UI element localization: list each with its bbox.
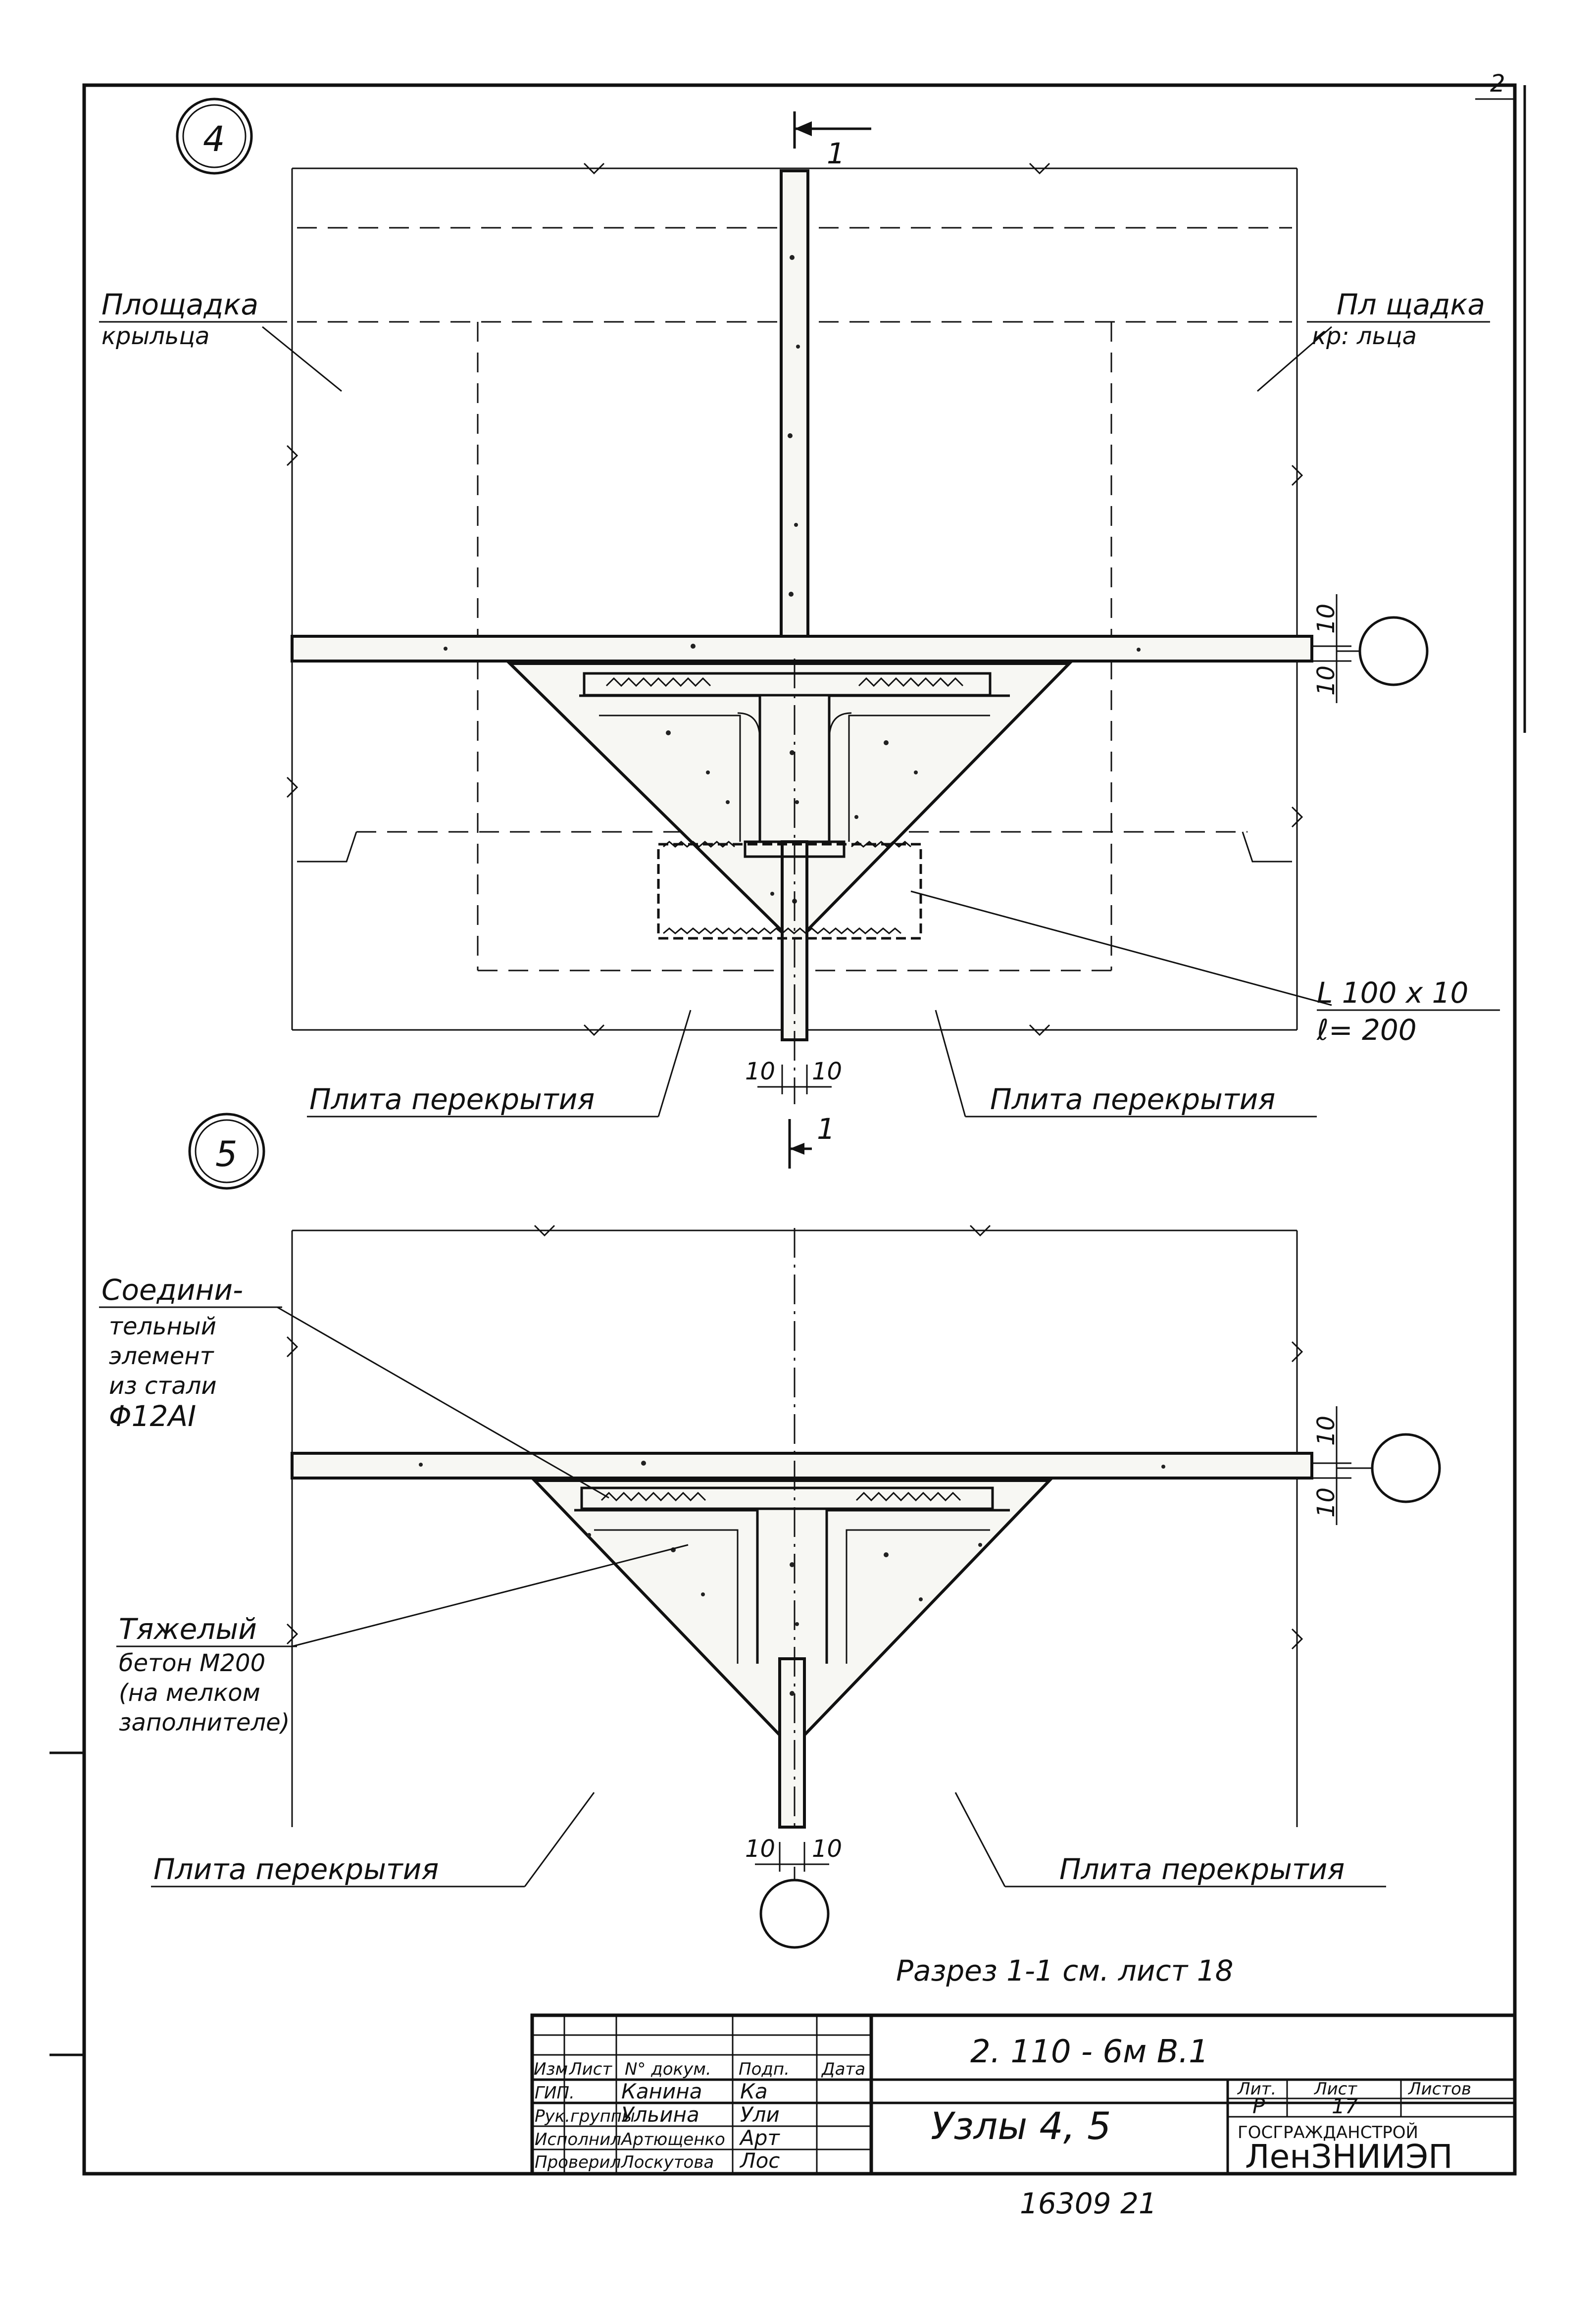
node-5-connector-4: из стали <box>109 1372 217 1400</box>
node-4-dim-gap-right: 10 <box>812 1058 842 1085</box>
row-name: Ульина <box>621 2102 699 2127</box>
title-hdr-sheets: Листов <box>1407 2079 1471 2099</box>
node-5-axis-circle <box>1371 1433 1441 1503</box>
title-block: Изм Лист N° докум. Подп. Дата ГИП. Канин… <box>530 2013 1517 2176</box>
node-4-label-left-2: крыльца <box>101 322 209 350</box>
node-5-concrete-4: заполнителе) <box>119 1709 290 1736</box>
node-4-label-left-1: Площадка <box>101 288 258 321</box>
row-sign: Ули <box>740 2102 780 2127</box>
title-col-izm: Изм <box>534 2059 568 2079</box>
node-5-dim-gap-right: 10 <box>812 1835 842 1863</box>
row-name: Канина <box>621 2079 702 2103</box>
title-org-2: ЛенЗНИИЭП <box>1245 2138 1453 2176</box>
title-val-lit: Р <box>1252 2094 1265 2118</box>
node-5-dim-bottom: 10 <box>1312 1487 1340 1518</box>
node-5-connector-2: тельный <box>109 1313 216 1340</box>
node-4-dim-bottom: 10 <box>1312 665 1340 696</box>
node-4-angle-2: ℓ= 200 <box>1316 1013 1417 1047</box>
section-mark-top: 1 <box>827 137 845 170</box>
row-name: Артющенко <box>620 2130 725 2149</box>
node-4-number: 4 <box>203 119 225 159</box>
node-5-bottom-axis-circle <box>759 1879 830 1949</box>
node-5-connector-1: Соедини- <box>101 1273 243 1307</box>
title-col-date: Дата <box>821 2059 865 2079</box>
row-sign: Лос <box>739 2148 780 2173</box>
row-role: Исполнил <box>535 2130 621 2149</box>
node-4-angle-1: L 100 x 10 <box>1317 976 1468 1010</box>
node-5-dim-gap-left: 10 <box>745 1835 775 1863</box>
title-hdr-lit: Лит. <box>1237 2079 1276 2099</box>
node-5-concrete-3: (на мелком <box>119 1679 260 1707</box>
title-org-1: ГОСГРАЖДАНСТРОЙ <box>1238 2122 1418 2143</box>
node-5: 5 10 10 <box>99 1113 1441 1988</box>
row-sign: Арт <box>739 2126 780 2150</box>
title-col-sign: Подп. <box>739 2059 790 2079</box>
row-name: Лоскутова <box>620 2152 714 2172</box>
title-doc-code: 2. 110 - 6м В.1 <box>970 2034 1209 2070</box>
node-4-slab-right: Плита перекрытия <box>990 1082 1275 1116</box>
title-sheet-title: Узлы 4, 5 <box>931 2104 1111 2148</box>
row-role: Проверил <box>535 2152 621 2172</box>
row-sign: Ка <box>740 2079 768 2103</box>
node-5-dim-top: 10 <box>1312 1416 1340 1446</box>
node-4-dim-top: 10 <box>1312 604 1340 634</box>
title-row: Рук.группы Ульина Ули <box>535 2102 780 2127</box>
section-mark-bottom: 1 <box>817 1112 835 1146</box>
node-4-slab-left: Плита перекрытия <box>309 1082 595 1116</box>
title-row: Проверил Лоскутова Лос <box>535 2148 780 2173</box>
title-row: ГИП. Канина Ка <box>535 2079 768 2103</box>
title-row: Исполнил Артющенко Арт <box>535 2126 780 2150</box>
node-4-circle <box>176 98 253 175</box>
title-hdr-sheet: Лист <box>1313 2079 1357 2099</box>
node-5-number: 5 <box>215 1134 238 1175</box>
node-4-label-right-1: Пл щадка <box>1337 288 1485 321</box>
row-role: ГИП. <box>535 2083 575 2103</box>
node-5-slab-left: Плита перекрытия <box>153 1852 439 1886</box>
node-5-concrete-1: Тяжелый <box>119 1612 257 1646</box>
node-4-axis-circle <box>1358 616 1429 686</box>
title-val-sheet: 17 <box>1332 2094 1358 2118</box>
node-5-section-note: Разрез 1-1 см. лист 18 <box>896 1954 1234 1988</box>
corner-mark: 2 <box>1490 70 1505 98</box>
node-4-label-right-2: кр: льца <box>1312 322 1417 350</box>
title-col-doc: N° докум. <box>625 2059 711 2079</box>
stamp-number: 16309 21 <box>1020 2187 1157 2220</box>
row-role: Рук.группы <box>535 2106 635 2126</box>
node-5-concrete-2: бетон М200 <box>119 1649 265 1677</box>
node-5-circle <box>188 1113 265 1190</box>
node-4-dim-gap-left: 10 <box>745 1058 775 1085</box>
node-5-connector-3: элемент <box>109 1342 215 1370</box>
title-col-list: Лист <box>568 2059 612 2079</box>
node-5-connector-5: Φ12AI <box>109 1399 196 1433</box>
node-5-slab-right: Плита перекрытия <box>1059 1852 1345 1886</box>
node-4: 4 <box>99 98 1500 1169</box>
